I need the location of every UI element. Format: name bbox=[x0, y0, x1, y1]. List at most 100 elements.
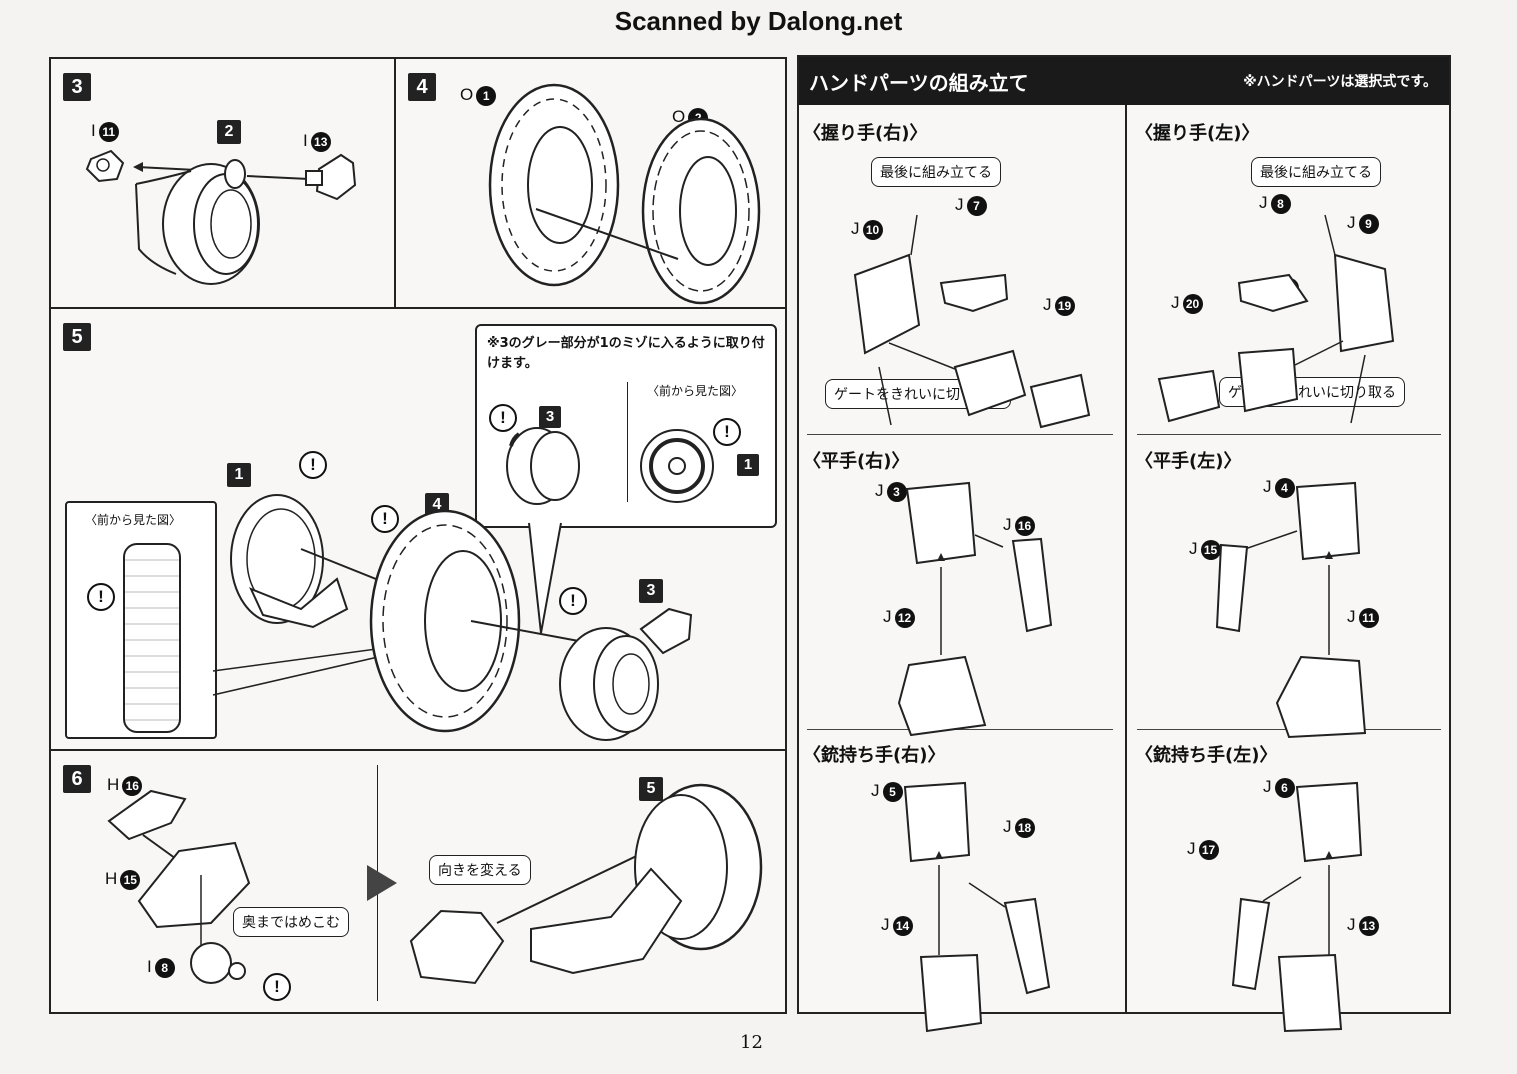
part-letter: O bbox=[672, 107, 686, 126]
step-badge: 6 bbox=[63, 765, 91, 793]
header-credit: Scanned by Dalong.net bbox=[614, 6, 903, 36]
part-letter: J bbox=[1347, 915, 1356, 934]
grip-left-illustration bbox=[1157, 214, 1395, 424]
arrow-next bbox=[367, 865, 397, 901]
part-letter: J bbox=[1347, 213, 1356, 232]
part-letter: I bbox=[147, 957, 152, 976]
note-box: ※3のグレー部分が1のミゾに入るように取り付けます。 〈前から見た図〉 ! 3 … bbox=[475, 324, 777, 528]
part-letter: J bbox=[883, 607, 892, 626]
flat-right-illustration bbox=[897, 481, 1053, 737]
part-letter: J bbox=[1263, 477, 1272, 496]
part-letter: J bbox=[881, 915, 890, 934]
section-title: ハンドパーツの組み立て bbox=[809, 71, 1029, 95]
part-number-box: 2 bbox=[217, 120, 241, 144]
part-letter: J bbox=[851, 219, 860, 238]
part-number: 5 bbox=[882, 781, 903, 802]
hand-parts-panel: ハンドパーツの組み立て ※ハンドパーツは選択式です。 〈握り手(右)〉 最後に組… bbox=[797, 55, 1451, 1033]
gun-right-illustration bbox=[903, 781, 1051, 1033]
hand-parts-header: ハンドパーツの組み立て ※ハンドパーツは選択式です。 bbox=[799, 57, 1449, 105]
part-number: 11 bbox=[1358, 607, 1379, 628]
part-number: 16 bbox=[122, 775, 143, 796]
row-divider bbox=[807, 729, 1113, 730]
part-letter: J bbox=[1263, 777, 1272, 796]
part-number: 17 bbox=[1198, 839, 1219, 860]
warning-icon: ! bbox=[263, 973, 291, 1001]
part-letter: J bbox=[875, 481, 884, 500]
warning-icon: ! bbox=[489, 404, 517, 432]
part-number: 1 bbox=[476, 85, 497, 106]
part-letter: J bbox=[1347, 607, 1356, 626]
step-badge: 3 bbox=[63, 73, 91, 101]
warning-icon: ! bbox=[371, 505, 399, 533]
callout-assemble-last: 最後に組み立てる bbox=[1251, 157, 1381, 187]
part-number-box: 1 bbox=[737, 454, 759, 476]
page-number: 12 bbox=[740, 1032, 763, 1053]
callout-turn: 向きを変える bbox=[429, 855, 531, 885]
part-number: 3 bbox=[886, 481, 907, 502]
part-number-box: 3 bbox=[539, 406, 561, 428]
part-number: 7 bbox=[966, 195, 987, 216]
grip-right-heading: 〈握り手(右)〉 bbox=[803, 123, 928, 144]
callout-push-in: 奥まではめこむ bbox=[233, 907, 349, 937]
warning-icon: ! bbox=[299, 451, 327, 479]
part-number: 11 bbox=[98, 121, 119, 142]
part-number: 14 bbox=[892, 915, 913, 936]
row-divider bbox=[1137, 434, 1441, 435]
part-number: 19 bbox=[1054, 295, 1075, 316]
step-6-illustration bbox=[107, 783, 763, 985]
gun-left-illustration bbox=[1231, 781, 1363, 1033]
main-assembly-illustration bbox=[212, 494, 693, 741]
part-number: 8 bbox=[1270, 193, 1291, 214]
detail-illustration bbox=[506, 427, 714, 505]
part-letter: J bbox=[871, 781, 880, 800]
part-number: 13 bbox=[310, 131, 331, 152]
part-number: 15 bbox=[1200, 539, 1221, 560]
part-letter: J bbox=[1189, 539, 1198, 558]
flat-left-illustration bbox=[1215, 481, 1367, 739]
front-view-label: 〈前から見た図〉 bbox=[647, 384, 744, 398]
part-number: 13 bbox=[1358, 915, 1379, 936]
step-5-panel: 5 ※3のグレー部分が1のミゾに入るように取り付けます。 〈前から見た図〉 ! … bbox=[49, 307, 787, 751]
part-number: 4 bbox=[1274, 477, 1295, 498]
part-number: 16 bbox=[1014, 515, 1035, 536]
part-number: 8 bbox=[154, 957, 175, 978]
part-number: 20 bbox=[1182, 293, 1203, 314]
note-text: ※3のグレー部分が1のミゾに入るように取り付けます。 bbox=[487, 336, 765, 371]
row-divider bbox=[807, 434, 1113, 435]
part-letter: J bbox=[1187, 839, 1196, 858]
part-letter: J bbox=[1043, 295, 1052, 314]
part-letter: J bbox=[1259, 193, 1268, 212]
step-badge: 5 bbox=[63, 323, 91, 351]
warning-icon: ! bbox=[559, 587, 587, 615]
section-note: ※ハンドパーツは選択式です。 bbox=[1243, 74, 1437, 90]
tire-tread bbox=[123, 543, 181, 733]
front-view-box: 〈前から見た図〉 ! bbox=[65, 501, 217, 739]
wheel-illustration bbox=[488, 83, 761, 305]
front-view-label: 〈前から見た図〉 bbox=[85, 513, 182, 527]
column-divider bbox=[1125, 105, 1127, 1014]
part-number: 15 bbox=[120, 869, 141, 890]
part-number: 10 bbox=[862, 219, 883, 240]
part-number-box: 3 bbox=[639, 579, 663, 603]
